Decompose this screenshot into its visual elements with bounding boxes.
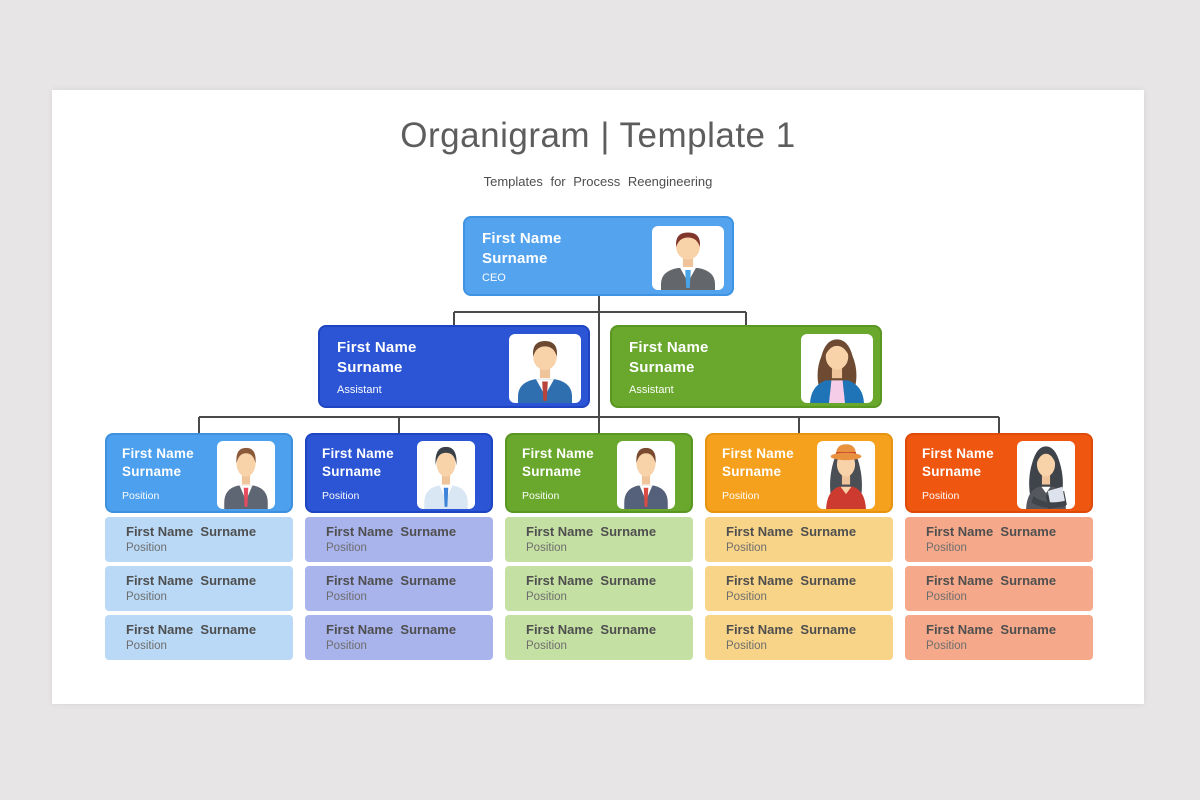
assistant-1-role: Assistant [337,384,382,396]
man-brown-hair-blue-suit-red-tie-avatar [518,341,572,403]
member-name: First Name Surname [526,573,657,588]
assistant-2-photo-frame [801,334,873,403]
page-subtitle: Templates for Process Reengineering [483,174,713,189]
dept-3-photo-frame [617,441,675,509]
org-node-assistant-1: First Name Surname Assistant [318,325,590,408]
dept-5-photo-frame [1017,441,1075,509]
member-name: First Name Surname [126,524,257,539]
member-name: First Name Surname [926,573,1057,588]
member-role: Position [326,542,367,554]
dept-4-name: First Name Surname [722,446,794,479]
org-node-dept-4: First Name Surname Position [705,433,893,513]
member-name: First Name Surname [926,524,1057,539]
man-brown-hair-dark-suit-red-tie-avatar [624,447,668,509]
member-name: First Name Surname [926,622,1057,637]
member-name: First Name Surname [726,622,857,637]
woman-brown-hair-blue-jacket-avatar [810,339,864,403]
member-role: Position [326,640,367,652]
member-role: Position [126,640,167,652]
ceo-role: CEO [482,272,506,284]
list-item: First Name Surname Position [105,615,293,660]
member-role: Position [726,591,767,603]
list-item: First Name Surname Position [705,566,893,611]
list-item: First Name Surname Position [905,615,1093,660]
list-item: First Name Surname Position [305,566,493,611]
assistant-1-photo-frame [509,334,581,403]
list-item: First Name Surname Position [305,615,493,660]
member-role: Position [526,591,567,603]
org-node-dept-2: First Name Surname Position [305,433,493,513]
dept-3-role: Position [522,490,560,502]
member-role: Position [926,591,967,603]
list-item: First Name Surname Position [905,566,1093,611]
member-name: First Name Surname [326,524,457,539]
list-item: First Name Surname Position [705,615,893,660]
list-item: First Name Surname Position [305,517,493,562]
member-name: First Name Surname [126,622,257,637]
assistant-2-name: First Name Surname [629,339,709,376]
dept-4-photo-frame [817,441,875,509]
member-name: First Name Surname [526,524,657,539]
member-role: Position [726,542,767,554]
member-name: First Name Surname [326,573,457,588]
org-node-dept-5: First Name Surname Position [905,433,1093,513]
member-name: First Name Surname [326,622,457,637]
slide: Organigram | Template 1 Templates for Pr… [52,90,1144,704]
member-role: Position [126,542,167,554]
dept-5-role: Position [922,490,960,502]
dept-4-role: Position [722,490,760,502]
member-name: First Name Surname [126,573,257,588]
member-role: Position [726,640,767,652]
org-node-dept-1: First Name Surname Position [105,433,293,513]
list-item: First Name Surname Position [105,566,293,611]
assistant-1-name: First Name Surname [337,339,417,376]
list-item: First Name Surname Position [505,517,693,562]
page-title: Organigram | Template 1 [400,116,796,155]
dept-1-name: First Name Surname [122,446,194,479]
man-black-hair-blue-shirt-tie-avatar [424,446,468,509]
member-name: First Name Surname [526,622,657,637]
member-name: First Name Surname [726,573,857,588]
man-brown-hair-gray-suit-red-tie-avatar [224,447,268,509]
member-role: Position [126,591,167,603]
dept-2-role: Position [322,490,360,502]
dept-3-name: First Name Surname [522,446,594,479]
list-item: First Name Surname Position [505,615,693,660]
member-name: First Name Surname [726,524,857,539]
woman-hat-red-top-avatar [826,444,866,509]
member-role: Position [526,542,567,554]
dept-5-name: First Name Surname [922,446,994,479]
member-role: Position [926,640,967,652]
dept-1-photo-frame [217,441,275,509]
man-auburn-hair-gray-suit-blue-tie-avatar [661,232,715,290]
list-item: First Name Surname Position [505,566,693,611]
list-item: First Name Surname Position [705,517,893,562]
dept-2-name: First Name Surname [322,446,394,479]
assistant-2-role: Assistant [629,384,674,396]
list-item: First Name Surname Position [105,517,293,562]
dept-1-role: Position [122,490,160,502]
ceo-name: First Name Surname [482,230,562,267]
ceo-photo-frame [652,226,724,290]
org-node-dept-3: First Name Surname Position [505,433,693,513]
list-item: First Name Surname Position [905,517,1093,562]
dept-2-photo-frame [417,441,475,509]
org-node-ceo: First Name Surname CEO [463,216,734,296]
org-node-assistant-2: First Name Surname Assistant [610,325,882,408]
member-role: Position [926,542,967,554]
member-role: Position [526,640,567,652]
member-role: Position [326,591,367,603]
woman-dark-hair-suit-documents-avatar [1026,446,1067,509]
